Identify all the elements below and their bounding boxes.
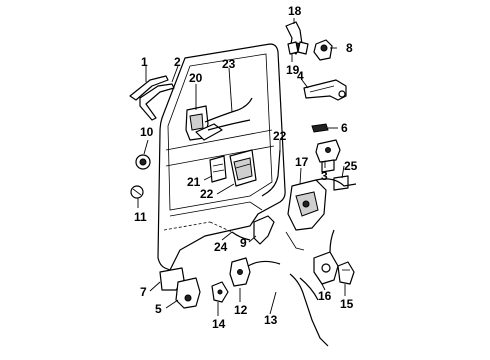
part-22-latch-housing xyxy=(229,149,257,187)
callout-14: 14 xyxy=(212,317,226,331)
callout-8: 8 xyxy=(346,41,353,55)
part-14-catch xyxy=(211,281,229,303)
part-17-lock-assembly xyxy=(285,178,357,251)
callout-labels: 1 2 3 4 5 6 7 8 9 10 11 12 13 14 15 16 1… xyxy=(134,4,358,331)
part-13-cable xyxy=(289,273,329,347)
leader-lines xyxy=(137,18,346,316)
callout-15: 15 xyxy=(340,297,354,311)
callout-22-lower: 22 xyxy=(200,187,214,201)
callout-6: 6 xyxy=(341,121,348,135)
part-10-lock-cylinder xyxy=(135,154,151,170)
callout-5: 5 xyxy=(155,302,162,316)
callout-3: 3 xyxy=(321,169,328,183)
part-1-rail xyxy=(129,75,169,101)
callout-11: 11 xyxy=(134,210,147,224)
door-panel xyxy=(157,43,286,271)
part-2-rail-bracket xyxy=(139,83,175,121)
callout-9: 9 xyxy=(240,236,247,250)
callout-25: 25 xyxy=(344,159,358,173)
part-22-rod xyxy=(261,149,281,197)
callout-23: 23 xyxy=(222,57,236,71)
part-4-outside-handle xyxy=(303,79,347,101)
part-23-rod xyxy=(204,97,253,131)
callout-19: 19 xyxy=(286,63,300,77)
callout-16: 16 xyxy=(318,289,332,303)
part-11-cap xyxy=(130,185,144,199)
part-24-rod xyxy=(209,221,251,241)
part-15-bracket xyxy=(337,261,355,285)
callout-12: 12 xyxy=(234,303,248,317)
callout-21: 21 xyxy=(187,175,201,189)
callout-10: 10 xyxy=(140,125,154,139)
part-16-actuator xyxy=(313,229,339,285)
part-6-clip xyxy=(311,123,329,133)
callout-20: 20 xyxy=(189,71,203,85)
part-12-lower-latch xyxy=(229,257,281,287)
part-9-handle-bezel xyxy=(253,215,275,245)
callout-4: 4 xyxy=(297,69,304,83)
part-8-upper-roller xyxy=(313,39,333,61)
part-20-inside-handle xyxy=(185,105,223,141)
callout-18: 18 xyxy=(288,4,302,18)
part-18-upper-hinge xyxy=(285,21,309,55)
callout-13: 13 xyxy=(264,313,278,327)
callout-7: 7 xyxy=(140,285,147,299)
part-5-lower-roller xyxy=(175,277,201,309)
part-19-bracket xyxy=(287,41,299,55)
part-3-striker xyxy=(315,139,341,173)
callout-1: 1 xyxy=(141,55,148,69)
callout-17: 17 xyxy=(295,155,309,169)
callout-22-upper: 22 xyxy=(273,129,287,143)
callout-24: 24 xyxy=(214,240,228,254)
callout-2: 2 xyxy=(174,55,181,69)
part-21-latch-block xyxy=(209,155,227,183)
